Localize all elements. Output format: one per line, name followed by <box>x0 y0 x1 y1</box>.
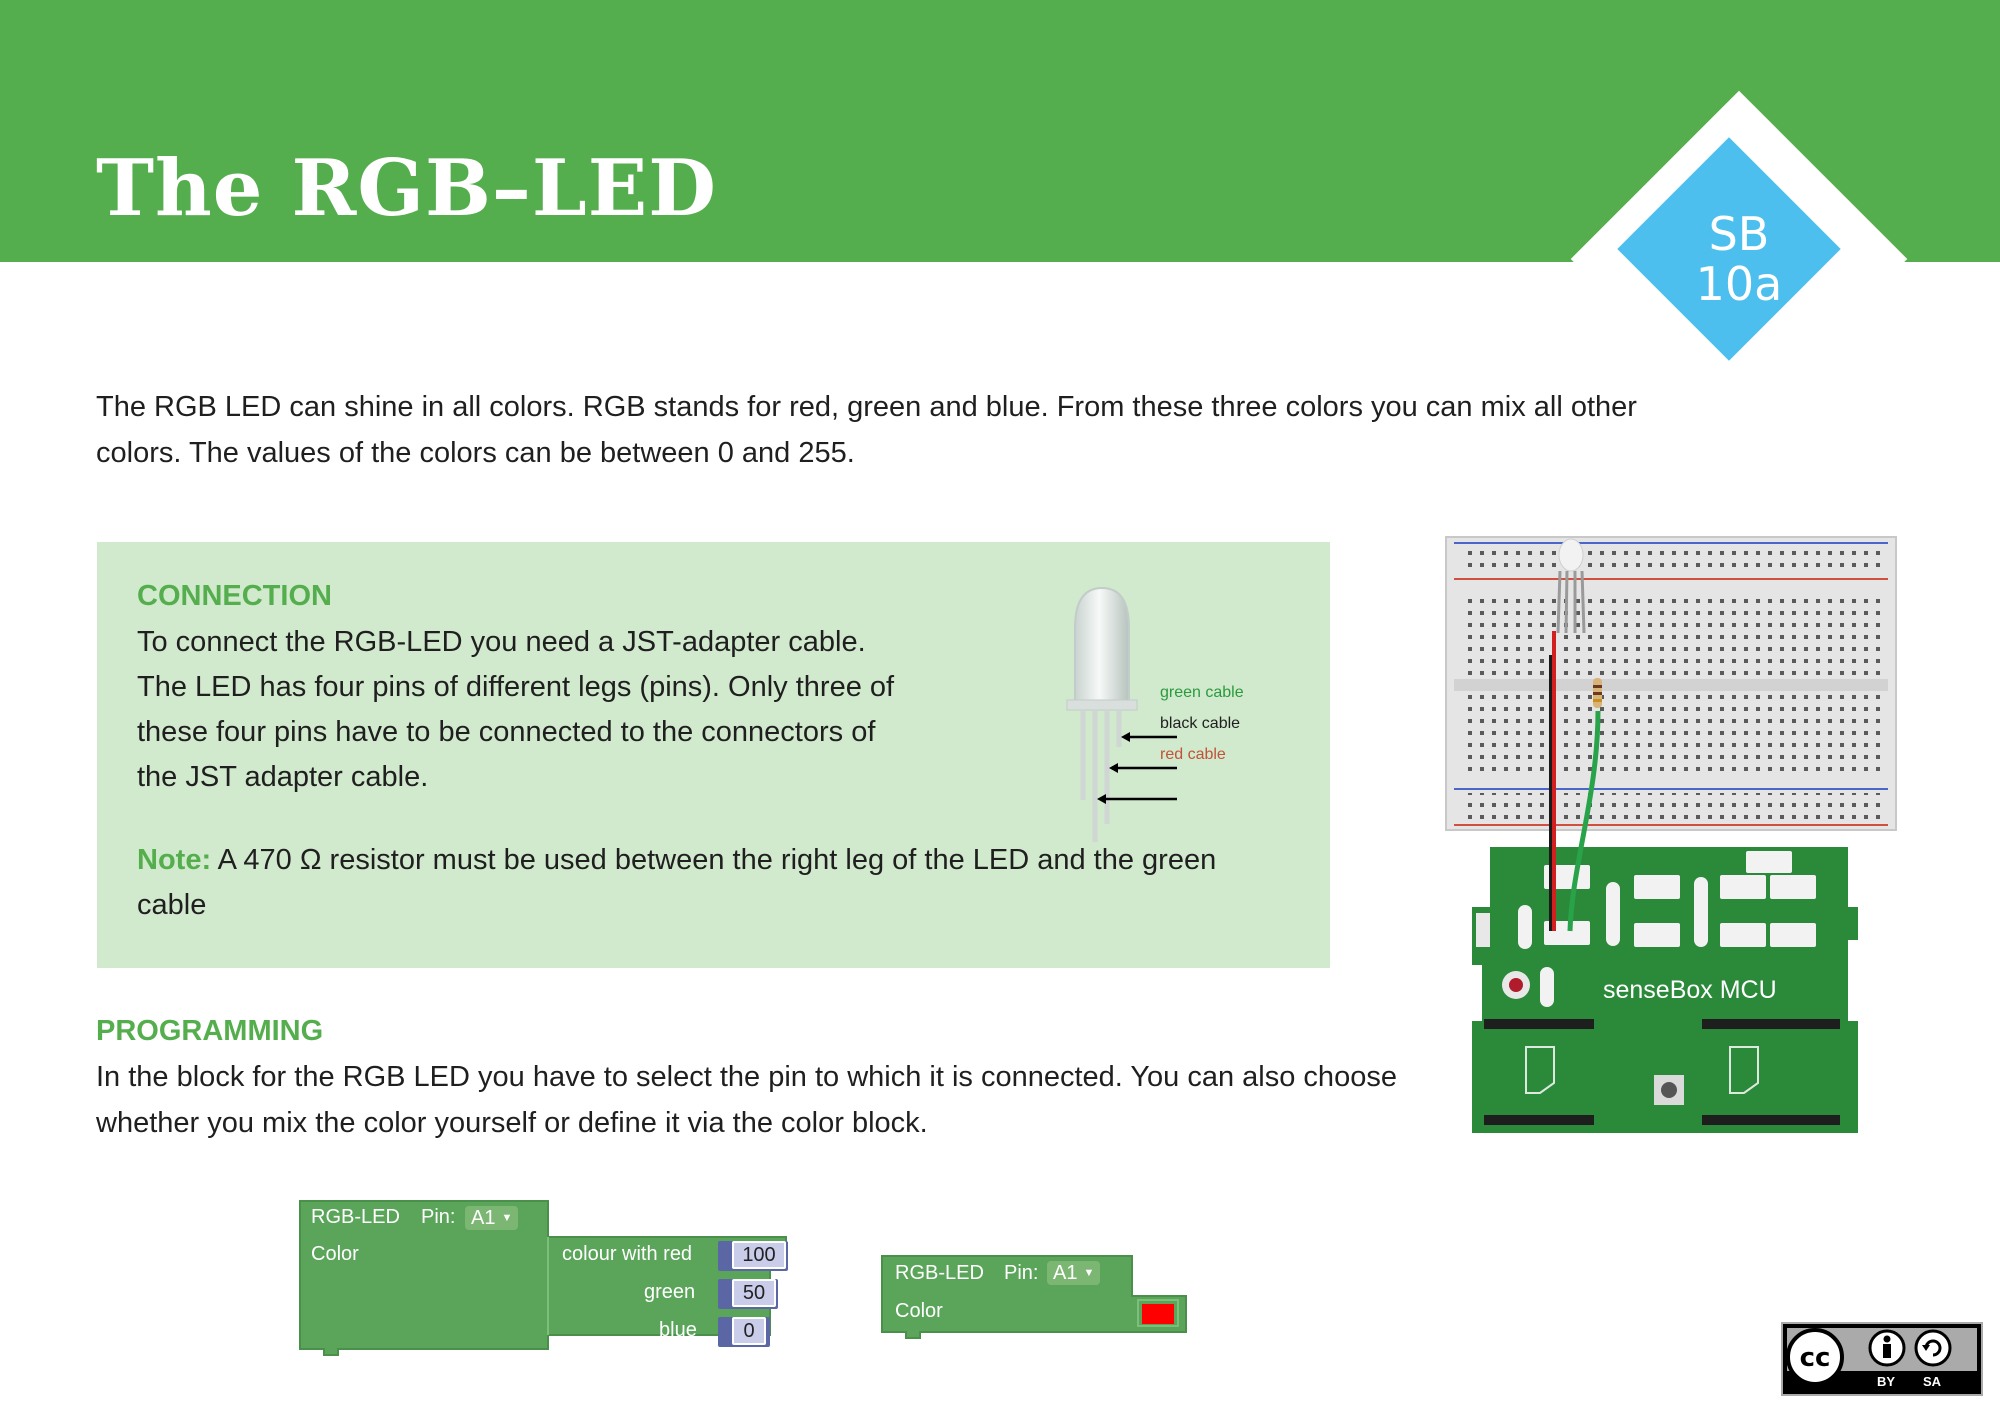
green-cable-label: green cable <box>1160 684 1244 701</box>
arrow-head <box>1097 794 1106 804</box>
sheet-badge: SB 10a <box>1617 137 1858 378</box>
block2-color-label: Color <box>895 1300 943 1322</box>
block1-green-input[interactable]: 50 <box>732 1279 776 1307</box>
connection-text: To connect the RGB-LED you need a JST-ad… <box>137 626 895 793</box>
block1-green-label: green <box>644 1281 696 1303</box>
block1-blue-label: blue <box>659 1319 697 1341</box>
red-cable-label: red cable <box>1160 746 1226 763</box>
board-label: senseBox MCU <box>1603 976 1777 1004</box>
block2-pin-value: A1 <box>1053 1261 1078 1284</box>
connection-box: CONNECTION To connect the RGB-LED you ne… <box>97 542 1330 968</box>
block1-blue-input[interactable]: 0 <box>732 1317 766 1345</box>
color-swatch[interactable] <box>1142 1304 1174 1324</box>
rgb-led-diagram <box>1066 586 1177 842</box>
note-paragraph: Note: A 470 Ω resistor must be used betw… <box>137 838 1287 928</box>
license-sa: SA <box>1923 1374 1942 1389</box>
block1-mix-label: colour with red <box>562 1243 693 1265</box>
block2-pin-dropdown[interactable]: A1 ▼ <box>1047 1261 1101 1285</box>
note-text: A 470 Ω resistor must be used between th… <box>137 844 1217 921</box>
svg-text:cc: cc <box>1800 1343 1831 1373</box>
block1-red-input[interactable]: 100 <box>732 1241 786 1269</box>
connection-heading: CONNECTION <box>137 580 332 612</box>
intro-paragraph: The RGB LED can shine in all colors. RGB… <box>96 391 1637 469</box>
jumper-wires <box>1549 631 1601 932</box>
cc-icon <box>1786 1328 1844 1386</box>
black-cable-label: black cable <box>1160 715 1241 732</box>
page-title: The RGB–LED <box>96 143 717 234</box>
arrow-head <box>1109 763 1118 773</box>
breadboard-wiring-illustration <box>1445 536 1897 1133</box>
breadboard-led <box>1556 538 1586 634</box>
license-by: BY <box>1877 1374 1896 1389</box>
cc-license-badge: cc BY SA <box>1781 1322 1983 1396</box>
led-rim <box>1066 699 1138 711</box>
arrow-head <box>1121 732 1130 742</box>
sa-share-icon <box>1914 1329 1952 1367</box>
block1-pin-value: A1 <box>471 1206 496 1229</box>
programming-text: In the block for the RGB LED you have to… <box>96 1061 1397 1139</box>
chevron-down-icon: ▼ <box>1083 1267 1095 1279</box>
rgb-led-color-block[interactable] <box>880 1252 1192 1342</box>
block2-pin-label: Pin: <box>1004 1262 1039 1284</box>
resistor <box>1593 678 1602 708</box>
breadboard <box>1445 536 1897 831</box>
block2-title: RGB-LED <box>895 1262 984 1284</box>
note-label: Note: <box>137 844 212 876</box>
led-bulb <box>1074 586 1130 705</box>
badge-text: SB 10a <box>1620 140 1858 378</box>
chevron-down-icon: ▼ <box>501 1212 513 1224</box>
programming-heading: PROGRAMMING <box>96 1015 324 1047</box>
block1-title: RGB-LED <box>311 1206 400 1228</box>
block1-pin-label: Pin: <box>421 1206 456 1228</box>
badge-line2: 10a <box>1695 257 1783 311</box>
block1-pin-dropdown[interactable]: A1 ▼ <box>465 1206 519 1230</box>
badge-line1: SB <box>1708 207 1770 261</box>
block1-color-label: Color <box>311 1243 359 1265</box>
cc-icons: cc <box>1786 1328 1952 1386</box>
